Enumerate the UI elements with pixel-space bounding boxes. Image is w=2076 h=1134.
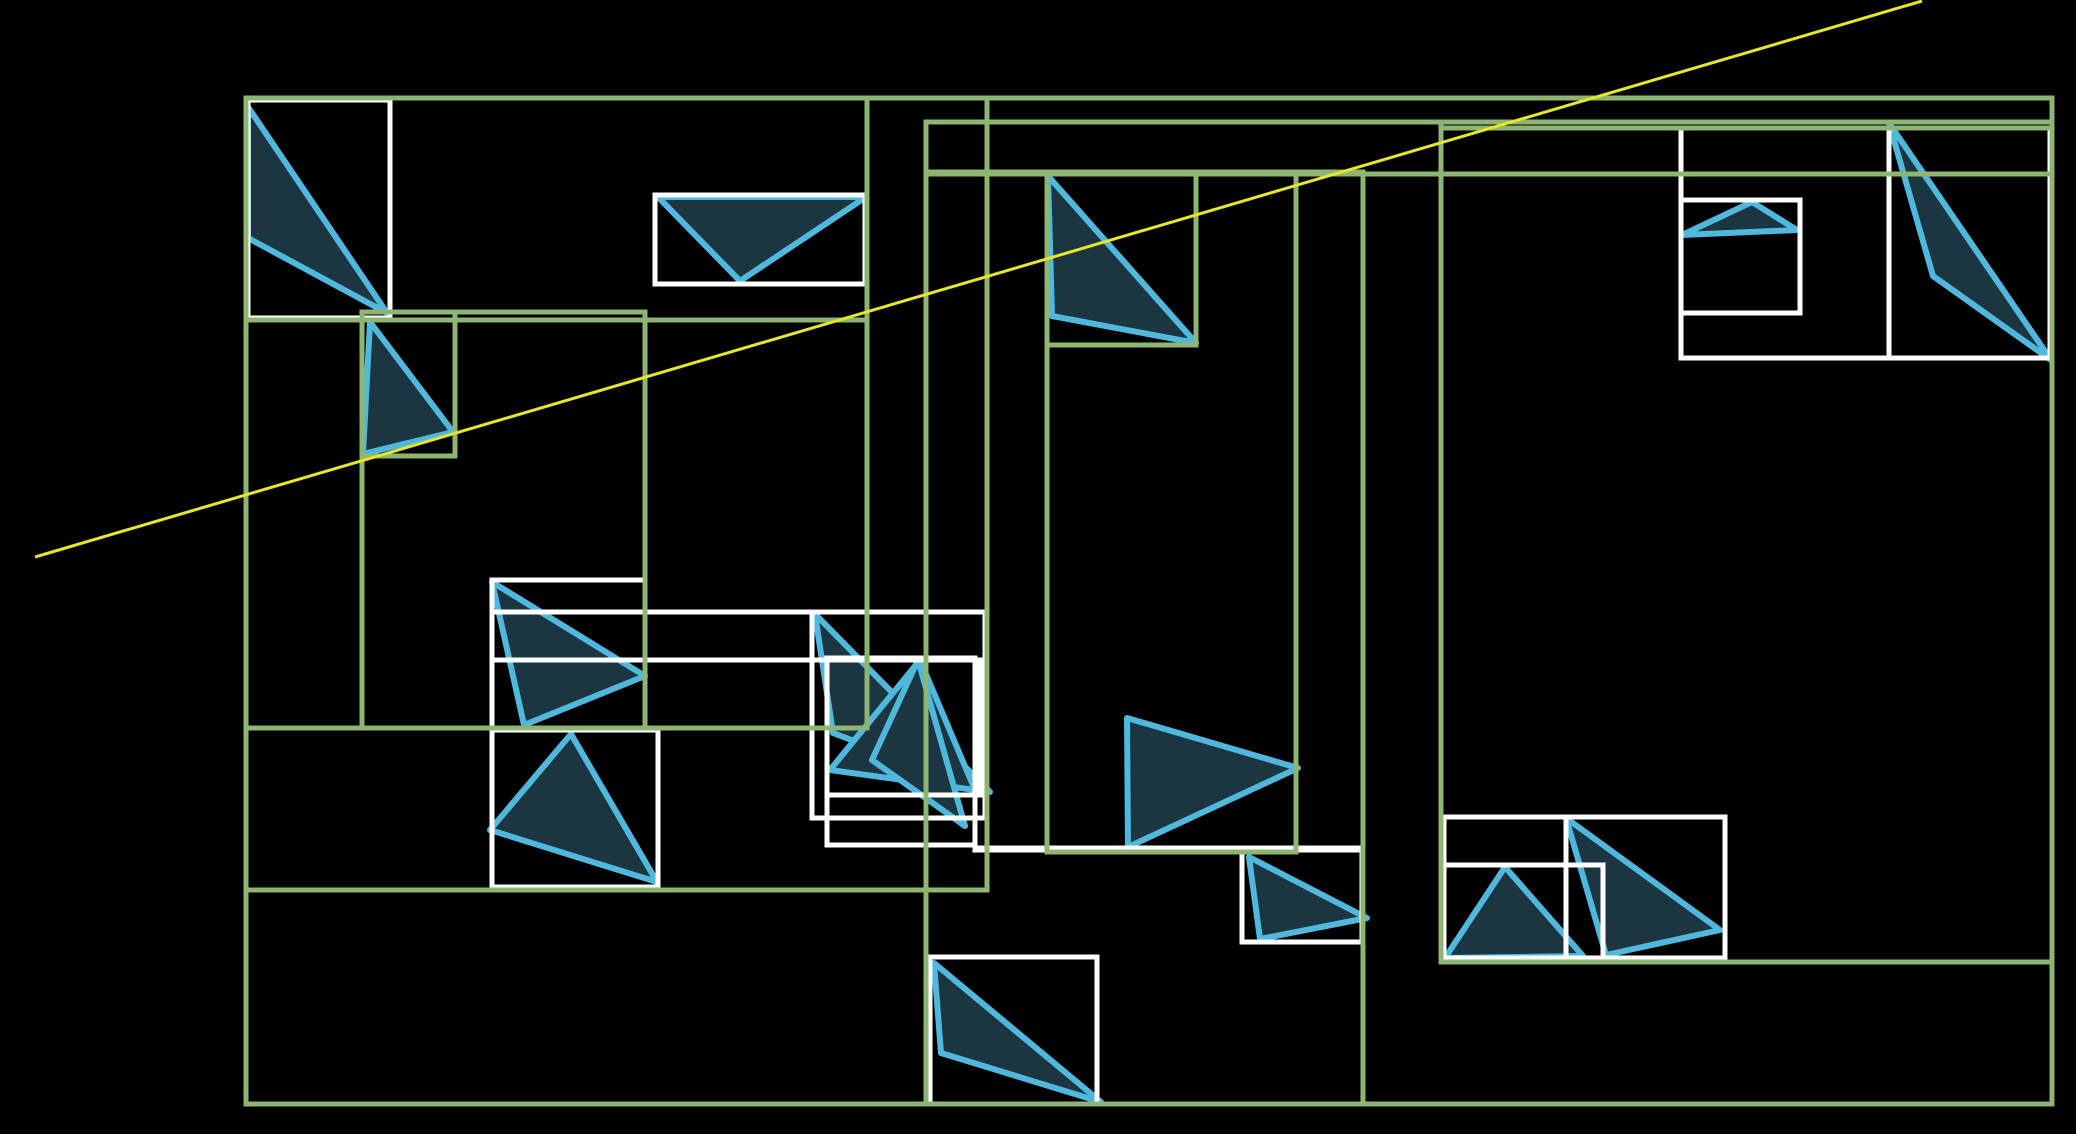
- triangle-5: [487, 731, 660, 885]
- node-box-6: [243, 317, 870, 731]
- triangle-12: [931, 960, 1104, 1105]
- leaf-box-8: [824, 655, 978, 848]
- leaf-box-13: [1678, 197, 1803, 316]
- triangle-9: [1045, 173, 1199, 346]
- node-box-13: [1438, 119, 2055, 131]
- ray-layer: [34, 0, 1923, 559]
- triangle-14: [1886, 120, 2054, 363]
- query-ray-line: [34, 0, 1923, 559]
- triangle-11: [1246, 854, 1370, 942]
- triangle-13: [1679, 199, 1800, 238]
- triangle-15: [1442, 864, 1586, 961]
- node-box-layer: [243, 95, 2055, 1107]
- triangle-16: [1563, 815, 1723, 958]
- triangle-1: [245, 104, 390, 316]
- leaf-box-17: [1563, 814, 1728, 961]
- leaf-box-16: [1441, 862, 1606, 961]
- triangle-4: [489, 579, 648, 728]
- triangle-3: [360, 319, 456, 457]
- triangle-2: [655, 194, 869, 284]
- triangle-10: [1124, 715, 1301, 850]
- triangle-layer: [245, 104, 2054, 1105]
